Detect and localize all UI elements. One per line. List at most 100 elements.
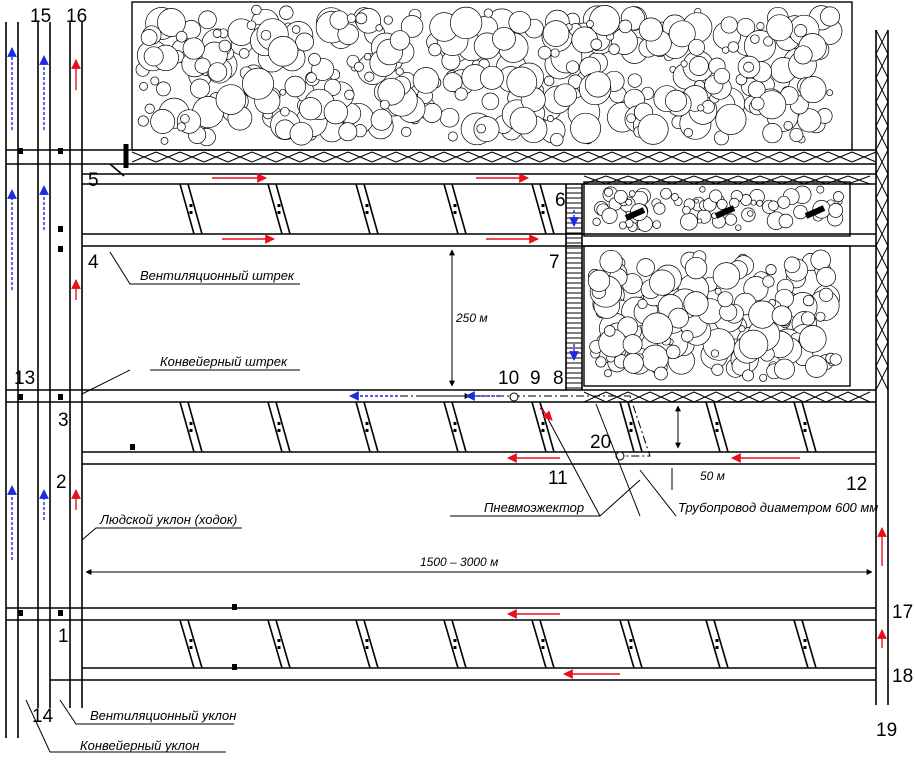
boulder (383, 15, 393, 25)
boulder (799, 325, 827, 353)
crosscut-door (453, 646, 457, 649)
boulder (479, 65, 504, 90)
boulder (783, 121, 793, 131)
boulder (627, 73, 642, 88)
boulder (768, 200, 779, 212)
boulder (476, 123, 486, 134)
boulder (688, 38, 705, 56)
boulder (428, 43, 442, 57)
boulder (279, 88, 287, 96)
boulder (694, 198, 699, 204)
label-num-11: 11 (548, 468, 568, 489)
boulder (175, 30, 188, 43)
boulder (375, 24, 383, 32)
boulder (306, 72, 317, 83)
goaf-zone-right-upper (583, 181, 851, 237)
crosscut-door (365, 422, 369, 425)
label-num-16: 16 (66, 6, 87, 27)
boulder (218, 39, 232, 53)
crosscut (531, 619, 547, 669)
crosscut (179, 401, 195, 453)
boulder (750, 199, 757, 206)
crosscut (793, 401, 809, 453)
boulder (251, 4, 262, 16)
label-pipeline: Трубопровод диаметром 600 мм (678, 500, 878, 515)
crosscut-door (453, 429, 457, 432)
boulder (727, 41, 739, 53)
boulder (793, 45, 813, 65)
cross-hatch (299, 151, 325, 163)
boulder (137, 115, 149, 127)
return-air-arrows (7, 47, 579, 560)
boulder (447, 131, 458, 142)
boulder (238, 48, 250, 59)
boulder (766, 14, 794, 42)
boulder (626, 113, 636, 123)
crosscut (179, 183, 195, 235)
cross-hatch (649, 391, 673, 403)
boulder (389, 30, 410, 51)
cross-hatch (875, 365, 889, 391)
door (232, 664, 237, 670)
boulder (608, 43, 620, 55)
label-num-13: 13 (14, 368, 35, 389)
boulder (542, 20, 570, 47)
crosscut (801, 401, 817, 453)
drift-lines (6, 149, 876, 681)
boulder (550, 132, 564, 147)
door (18, 394, 23, 400)
crosscut (619, 401, 635, 453)
cross-hatch (605, 175, 629, 185)
label-ejector: Пневмоэжектор (484, 500, 584, 515)
crosscut-door (629, 429, 633, 432)
boulder (242, 67, 274, 100)
boulder (439, 107, 460, 128)
crosscut-door (803, 639, 807, 642)
crosscut (187, 401, 203, 453)
crosscut (363, 401, 379, 453)
cross-hatch (683, 151, 709, 163)
isolation-strips (131, 29, 889, 403)
cross-hatch (875, 149, 889, 175)
cross-hatch (779, 151, 805, 163)
crosscut (627, 619, 643, 669)
boulder (810, 249, 831, 271)
boulder (680, 60, 688, 68)
boulder (649, 269, 676, 296)
cross-hatch (825, 175, 849, 185)
door (58, 394, 63, 400)
label-num-15: 15 (30, 6, 51, 27)
crosscut (713, 619, 729, 669)
cross-hatch (715, 175, 739, 185)
boulder (198, 10, 217, 30)
cross-hatch (467, 151, 493, 163)
cross-hatch (395, 151, 421, 163)
boulder (815, 311, 826, 322)
boulder (370, 108, 393, 131)
cross-hatch (515, 151, 541, 163)
label-num-2: 2 (56, 472, 67, 493)
pillar-crosscuts (109, 144, 826, 669)
boulder (246, 20, 257, 30)
crosscut (443, 183, 459, 235)
label-num-4: 4 (88, 252, 99, 273)
cross-hatch (875, 29, 889, 55)
boulder (793, 204, 808, 220)
boulder (777, 195, 791, 209)
boulder (280, 106, 290, 117)
boulder (738, 329, 769, 360)
crosscut (355, 619, 371, 669)
boulder (720, 16, 738, 34)
crosscut-door (803, 646, 807, 649)
cross-hatch (179, 151, 205, 163)
crosscut-door (629, 639, 633, 642)
dim-label-length: 1500 – 3000 м (420, 555, 498, 569)
boulder (546, 115, 554, 123)
boulder (750, 34, 760, 44)
boulder (653, 202, 666, 215)
boulder (654, 366, 668, 381)
crosscut-door (277, 204, 281, 207)
cross-hatch (755, 151, 781, 163)
cross-hatch (323, 151, 349, 163)
boulder (506, 66, 538, 98)
